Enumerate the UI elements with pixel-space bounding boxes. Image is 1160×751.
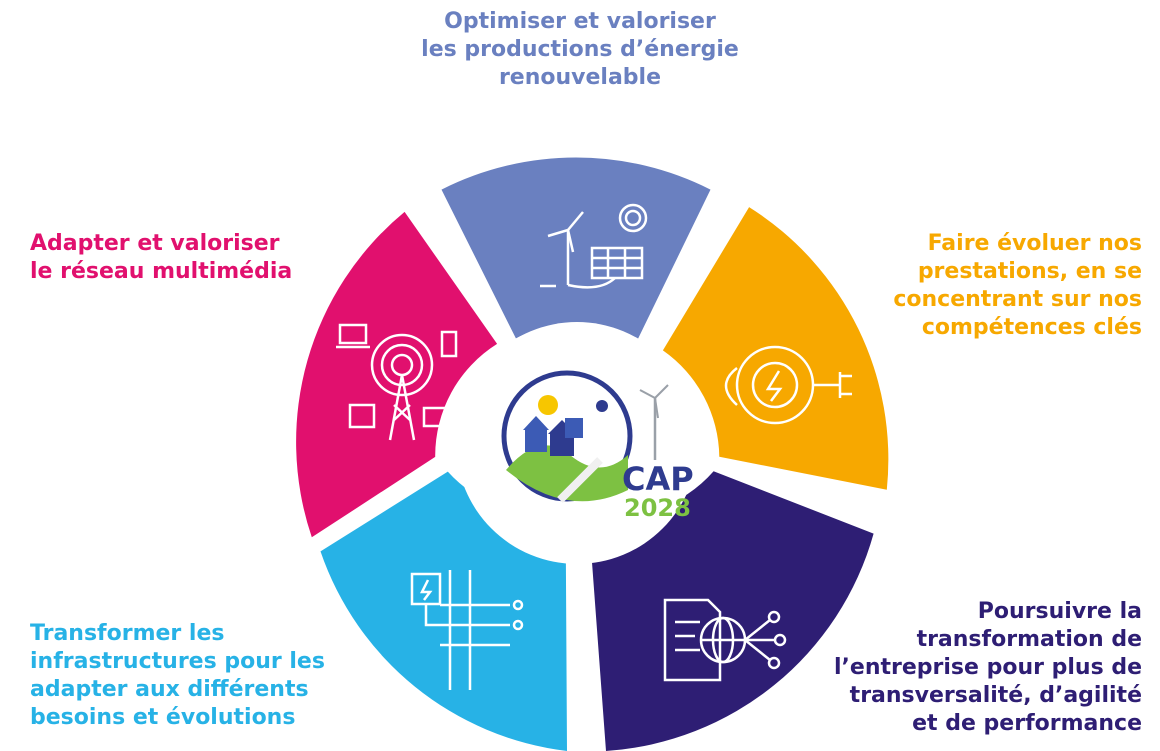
segment-label-energy: Optimiser et valoriser les productions d…: [330, 8, 830, 92]
segment-label-line: concentrant sur nos: [893, 287, 1142, 312]
segment-label-line: et de performance: [912, 711, 1142, 736]
segment-label-line: Adapter et valoriser: [30, 231, 280, 256]
power-pylon-meter-icon: [410, 570, 524, 690]
antenna-devices-icon: [336, 323, 458, 441]
segment-transformation: [588, 471, 874, 751]
segment-label-line: transversalité, d’agilité: [849, 683, 1142, 708]
segment-label-line: Poursuivre la: [977, 599, 1142, 624]
segment-label-infrastructure: Transformer les infrastructures pour les…: [30, 620, 325, 732]
segment-label-line: Faire évoluer nos: [927, 231, 1142, 256]
segment-label-line: les productions d’énergie: [421, 37, 739, 62]
segment-label-line: prestations, en se: [917, 259, 1142, 284]
document-globe-network-icon: [663, 598, 787, 682]
segment-label-network: Adapter et valoriser le réseau multimédi…: [30, 230, 292, 286]
segment-label-line: besoins et évolutions: [30, 705, 296, 730]
segment-infrastructure: [320, 471, 567, 751]
segment-label-line: Optimiser et valoriser: [444, 9, 716, 34]
segment-services: [662, 207, 889, 490]
segment-label-transformation: Poursuivre la transformation de l’entrep…: [834, 598, 1142, 738]
logo-text-cap: CAP: [622, 460, 694, 498]
cap-2028-logo-icon: CAP 2028: [501, 370, 694, 522]
segment-label-line: le réseau multimédia: [30, 259, 293, 284]
wind-solar-gear-icon: [540, 203, 648, 289]
segment-label-line: transformation de: [916, 627, 1142, 652]
segment-energy: [441, 157, 711, 339]
gear-plug-lightning-icon: [724, 345, 852, 425]
segment-label-line: l’entreprise pour plus de: [834, 655, 1142, 680]
segment-label-services: Faire évoluer nos prestations, en se con…: [893, 230, 1142, 342]
segment-label-line: infrastructures pour les: [30, 649, 325, 674]
segment-label-line: renouvelable: [498, 65, 662, 90]
logo-text-year: 2028: [624, 494, 691, 522]
segment-label-line: compétences clés: [921, 315, 1142, 340]
segment-label-line: adapter aux différents: [30, 677, 309, 702]
segment-label-line: Transformer les: [30, 621, 225, 646]
